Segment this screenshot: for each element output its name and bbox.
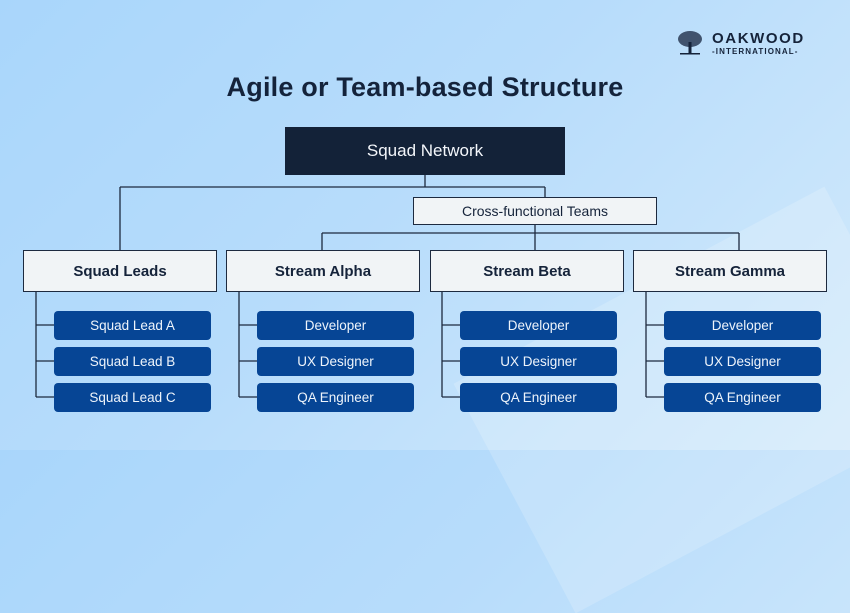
role-item: QA Engineer [257, 383, 414, 412]
role-item: UX Designer [257, 347, 414, 376]
role-item: QA Engineer [460, 383, 617, 412]
role-item: Squad Lead C [54, 383, 211, 412]
role-item: Squad Lead B [54, 347, 211, 376]
group-header-stream-beta: Stream Beta [430, 250, 624, 292]
group-header-squad-leads: Squad Leads [23, 250, 217, 292]
node-cross-functional-teams: Cross-functional Teams [413, 197, 657, 225]
role-item: Developer [664, 311, 821, 340]
logo: OAKWOOD -INTERNATIONAL- [676, 30, 805, 56]
page-title: Agile or Team-based Structure [226, 72, 624, 102]
oak-tree-icon [678, 31, 702, 55]
logo-subtitle: -INTERNATIONAL- [712, 46, 799, 56]
role-item: Developer [257, 311, 414, 340]
group-header-stream-alpha: Stream Alpha [226, 250, 420, 292]
root-node-squad-network: Squad Network [285, 127, 565, 175]
role-item: UX Designer [664, 347, 821, 376]
role-item: Squad Lead A [54, 311, 211, 340]
role-item: QA Engineer [664, 383, 821, 412]
role-item: Developer [460, 311, 617, 340]
role-item: UX Designer [460, 347, 617, 376]
logo-name: OAKWOOD [712, 29, 805, 47]
connector-lines [35, 175, 740, 398]
group-header-stream-gamma: Stream Gamma [633, 250, 827, 292]
